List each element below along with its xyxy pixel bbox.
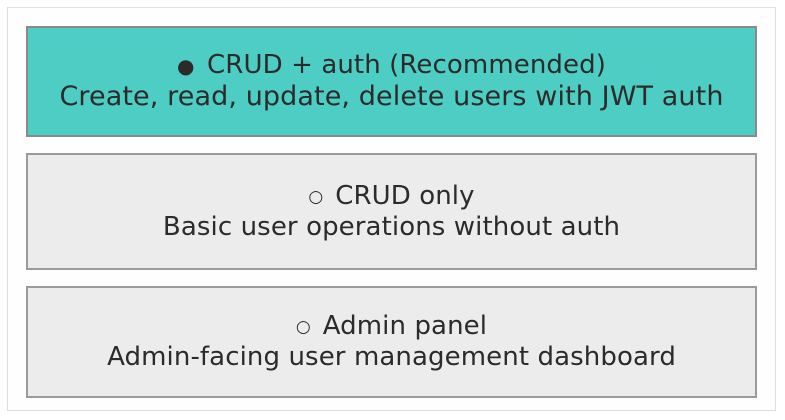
option-description-label: Create, read, update, delete users with … — [59, 80, 724, 112]
option-card-crud-only[interactable]: ○ CRUD only Basic user operations withou… — [26, 153, 757, 270]
radio-unselected-icon[interactable]: ○ — [295, 317, 315, 338]
option-description-label: Basic user operations without auth — [162, 211, 621, 242]
option-description-label: Admin-facing user management dashboard — [107, 342, 676, 372]
radio-selected-icon[interactable]: ● — [177, 54, 199, 79]
option-title-row: ○ Admin panel — [296, 311, 487, 342]
option-selector-frame: ● CRUD + auth (Recommended) Create, read… — [7, 7, 776, 411]
option-title-row: ● CRUD + auth (Recommended) — [177, 50, 606, 81]
option-card-crud-auth[interactable]: ● CRUD + auth (Recommended) Create, read… — [26, 26, 757, 137]
option-radio-group: ● CRUD + auth (Recommended) Create, read… — [26, 26, 757, 398]
radio-unselected-icon[interactable]: ○ — [308, 186, 327, 207]
option-title-label: Admin panel — [322, 311, 488, 342]
option-title-label: CRUD only — [335, 180, 475, 211]
option-card-admin-panel[interactable]: ○ Admin panel Admin-facing user manageme… — [26, 286, 757, 398]
option-title-label: CRUD + auth (Recommended) — [207, 50, 606, 81]
option-title-row: ○ CRUD only — [308, 181, 474, 212]
